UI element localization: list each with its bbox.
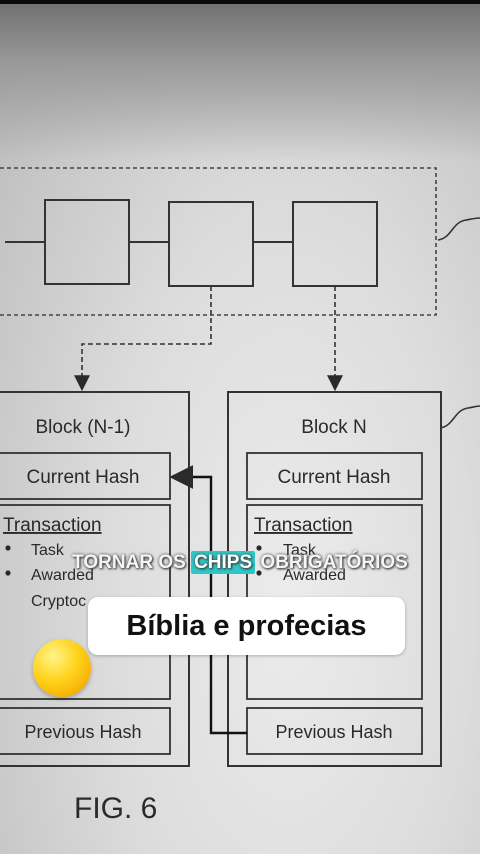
block-n-minus-1: [0, 391, 190, 767]
bullet: [5, 570, 11, 576]
block-left-title: Block (N-1): [35, 417, 130, 438]
yellow-emoji-icon: [33, 639, 91, 697]
dashed-arrow-left: [74, 286, 212, 392]
block-left-previous-hash-box: [0, 707, 171, 755]
caption-after: OBRIGATÓRIOS: [255, 552, 408, 573]
bullet: [256, 570, 262, 576]
block-right-transaction-heading: Transaction: [254, 515, 353, 536]
block-right-previous-hash: Previous Hash: [275, 722, 392, 742]
block-left-transaction-heading: Transaction: [3, 515, 102, 536]
block-left-bullet-1: Task: [31, 542, 65, 559]
chain-block-1: [44, 199, 130, 285]
dashed-chain-container: [0, 167, 437, 316]
block-left-line-3: Cryptoc: [31, 593, 86, 610]
leader-line-bottom: [439, 405, 480, 429]
block-right-current-hash-box: [246, 452, 423, 500]
chain-block-3: [292, 201, 378, 287]
bullet: [5, 545, 11, 551]
top-edge: [0, 0, 480, 4]
block-left-previous-hash: Previous Hash: [24, 722, 141, 742]
block-right-current-hash: Current Hash: [278, 467, 391, 488]
caption-highlight: CHIPS: [191, 551, 256, 574]
block-right-previous-hash-box: [246, 707, 423, 755]
video-caption: TORNAR OS CHIPS OBRIGATÓRIOS: [0, 551, 480, 574]
block-left-current-hash: Current Hash: [27, 467, 140, 488]
block-n: [227, 391, 442, 767]
block-right-bullet-1: Task: [283, 542, 317, 559]
top-shadow: [0, 0, 480, 160]
block-left-bullet-2: Awarded: [31, 567, 94, 584]
video-title: Bíblia e profecias: [126, 609, 367, 642]
leader-line-top: [437, 217, 480, 241]
caption-before: TORNAR OS: [72, 552, 192, 573]
chain-block-2: [168, 201, 254, 287]
bullet: [256, 545, 262, 551]
block-right-bullet-2: Awarded: [283, 567, 346, 584]
figure-label: FIG. 6: [74, 792, 158, 825]
video-title-label: Bíblia e profecias: [88, 597, 405, 655]
block-right-title: Block N: [301, 417, 366, 438]
